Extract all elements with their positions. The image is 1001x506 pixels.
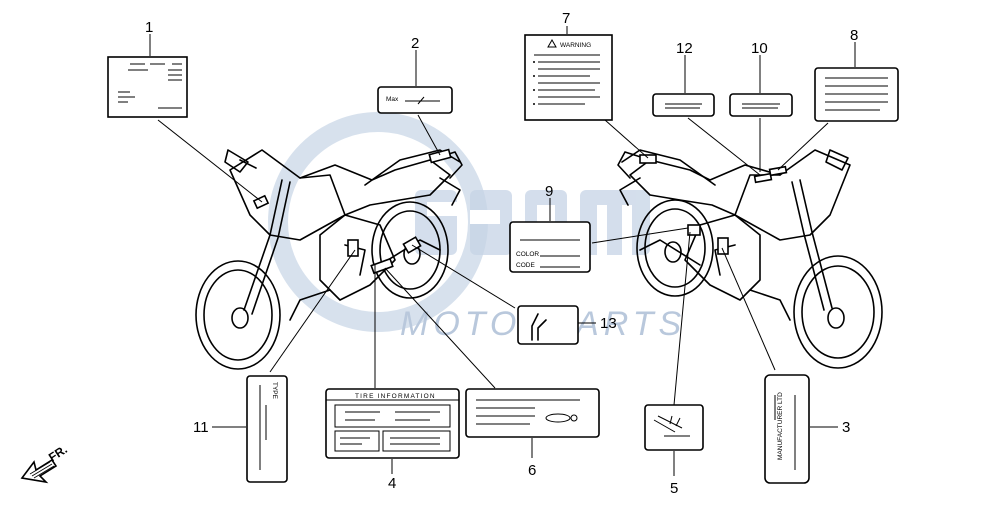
label-2: Max [377, 86, 453, 114]
callout-lines [149, 26, 856, 476]
label-4-tire-info-text: TIRE INFORMATION [355, 393, 436, 400]
callout-12: 12 [676, 40, 693, 57]
label-1 [107, 56, 188, 118]
motorcycle-right-view [617, 149, 883, 369]
motorcycle-left-view [195, 148, 463, 370]
callout-4: 4 [388, 475, 396, 492]
label-7-warning: WARNING [524, 34, 613, 121]
label-13 [517, 305, 579, 345]
callout-11: 11 [193, 419, 209, 436]
callout-8: 8 [850, 27, 858, 44]
callout-9: 9 [545, 183, 553, 200]
label-2-max-text: Max [386, 96, 399, 103]
callout-5: 5 [670, 480, 678, 497]
callout-6: 6 [528, 462, 536, 479]
label-6 [465, 388, 600, 438]
leader-lines [157, 114, 829, 406]
front-direction-arrow-icon: FR. [20, 442, 70, 484]
label-12 [652, 93, 715, 117]
label-5 [644, 404, 704, 451]
label-3-manufacturer-text: MANUFACTURER LTD [777, 392, 784, 460]
callout-1: 1 [145, 19, 153, 36]
label-8 [814, 67, 899, 122]
label-3-manufacturer: MANUFACTURER LTD [764, 374, 810, 484]
callout-2: 2 [411, 35, 419, 52]
callout-numbers: 1 2 3 4 5 6 7 8 9 10 11 12 13 [145, 10, 858, 497]
label-11-type-text: TYPE [271, 382, 278, 400]
label-7-warning-text: WARNING [560, 42, 591, 49]
label-4-tire-information: TIRE INFORMATION [325, 388, 460, 459]
label-10 [729, 93, 793, 117]
callout-13: 13 [600, 315, 617, 332]
label-9: COLOR CODE [509, 221, 591, 273]
label-9-code-text: CODE [516, 262, 535, 269]
callout-3: 3 [842, 419, 850, 436]
watermark: MOTORPARTS [268, 112, 681, 343]
callout-10: 10 [751, 40, 768, 57]
callout-7: 7 [562, 10, 570, 27]
label-9-color-text: COLOR [516, 251, 539, 258]
label-11-type: TYPE [246, 375, 288, 483]
